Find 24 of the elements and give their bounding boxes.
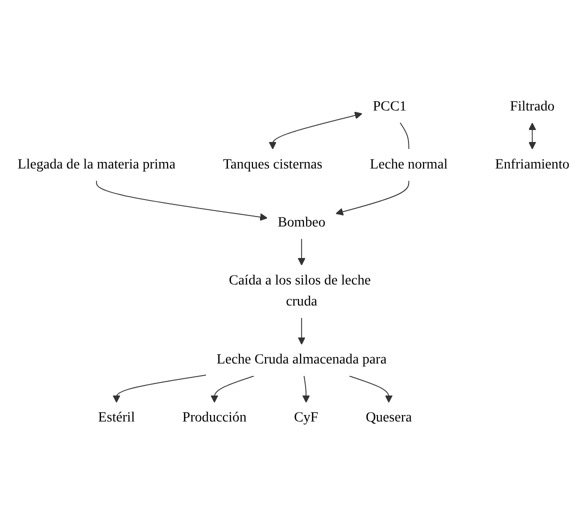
- arrow: [336, 180, 410, 216]
- arrow: [302, 376, 310, 403]
- node-text: Filtrado: [510, 98, 555, 114]
- arrow: [348, 376, 393, 403]
- arrow: [112, 374, 207, 403]
- node-text: Caída a los silos de leche cruda: [228, 273, 371, 310]
- node-text: Leche Cruda almacenada para: [216, 352, 387, 368]
- connector: [400, 122, 410, 150]
- arrow: [528, 122, 536, 150]
- arrow: [96, 180, 268, 221]
- node-text: Bombeo: [278, 215, 326, 230]
- node-text: Quesera: [366, 410, 412, 426]
- node-text: Llegada de la materia prima: [18, 156, 176, 172]
- arrow: [298, 238, 306, 266]
- node-text: PCC1: [372, 98, 407, 114]
- arrow: [268, 112, 362, 150]
- arrow: [298, 317, 306, 345]
- node-text: Tanques cisternas: [222, 156, 322, 172]
- node-text: Enfriamiento: [495, 156, 570, 172]
- node-text: Leche normal: [370, 156, 448, 172]
- node-text: Producción: [182, 410, 246, 426]
- arrow: [210, 376, 254, 403]
- node-text: Estéril: [98, 410, 135, 426]
- node-text: CyF: [294, 410, 318, 426]
